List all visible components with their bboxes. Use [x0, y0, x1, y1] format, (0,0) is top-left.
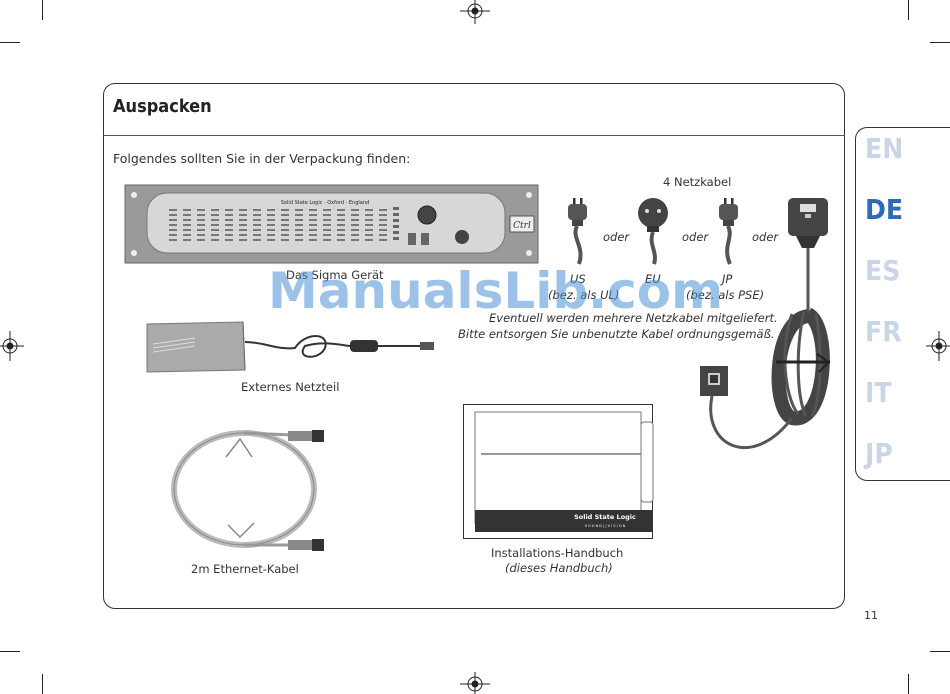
- crop-mark: [0, 651, 20, 652]
- content-frame: [103, 83, 845, 609]
- registration-mark-icon: [460, 672, 490, 694]
- manual-tagline: S O U N D | | V I S I O N: [585, 524, 626, 528]
- or-label: oder: [603, 230, 630, 244]
- watermark: ManualsLib.com: [268, 262, 724, 320]
- lang-jp[interactable]: JP: [865, 437, 893, 470]
- registration-mark-icon: [0, 331, 24, 361]
- jp-plug-note: (bez. als PSE): [686, 288, 765, 302]
- page-title: Auspacken: [113, 96, 212, 117]
- lang-de[interactable]: DE: [865, 193, 904, 226]
- crop-mark: [0, 42, 20, 43]
- us-plug-label: US: [570, 272, 586, 286]
- crop-mark: [908, 0, 909, 20]
- manual-caption: Installations-Handbuch: [491, 546, 624, 560]
- us-plug-note: (bez. als UL): [548, 288, 620, 302]
- sigma-brand-text: Solid State Logic · Oxford · England: [281, 200, 369, 206]
- sigma-badge: Ctrl: [513, 221, 531, 231]
- eu-plug-label: EU: [645, 272, 661, 286]
- crop-mark: [930, 42, 950, 43]
- manual-image: Solid State Logic S O U N D | | V I S I …: [463, 404, 654, 539]
- power-supply-caption: Externes Netzteil: [241, 380, 340, 394]
- crop-mark: [42, 0, 43, 20]
- title-divider: [103, 135, 845, 136]
- ethernet-caption: 2m Ethernet-Kabel: [191, 562, 299, 576]
- cable-note-line1: Eventuell werden mehrere Netzkabel mitge…: [489, 311, 778, 325]
- eu-plug-icon: [638, 198, 668, 265]
- jp-plug-icon: [719, 198, 738, 265]
- registration-mark-icon: [926, 331, 950, 361]
- crop-mark: [930, 651, 950, 652]
- sigma-device-image: Ctrl Solid State Logic · Oxford · Englan…: [124, 184, 539, 264]
- or-label: oder: [752, 230, 779, 244]
- language-tab: [855, 127, 950, 481]
- ethernet-cable-image: [171, 430, 324, 551]
- lang-en[interactable]: EN: [865, 132, 904, 165]
- registration-mark-icon: [460, 0, 490, 24]
- power-cables-heading: 4 Netzkabel: [663, 175, 732, 189]
- lang-es[interactable]: ES: [865, 254, 901, 287]
- jp-plug-label: JP: [722, 272, 733, 286]
- crop-mark: [908, 674, 909, 694]
- cable-note-line2: Bitte entsorgen Sie unbenutzte Kabel ord…: [458, 327, 775, 341]
- power-supply-image: [146, 321, 434, 373]
- or-label: oder: [682, 230, 709, 244]
- lang-fr[interactable]: FR: [865, 315, 902, 348]
- manual-subcaption: (dieses Handbuch): [505, 561, 613, 575]
- uk-power-cable-image: [700, 198, 831, 449]
- us-plug-icon: [568, 198, 587, 265]
- intro-text: Folgendes sollten Sie in der Verpackung …: [113, 151, 411, 166]
- sigma-device-caption: Das Sigma Gerät: [286, 268, 384, 282]
- crop-mark: [42, 674, 43, 694]
- lang-it[interactable]: IT: [865, 376, 892, 409]
- page-number: 11: [864, 609, 878, 622]
- manual-brand-text: Solid State Logic: [574, 513, 636, 521]
